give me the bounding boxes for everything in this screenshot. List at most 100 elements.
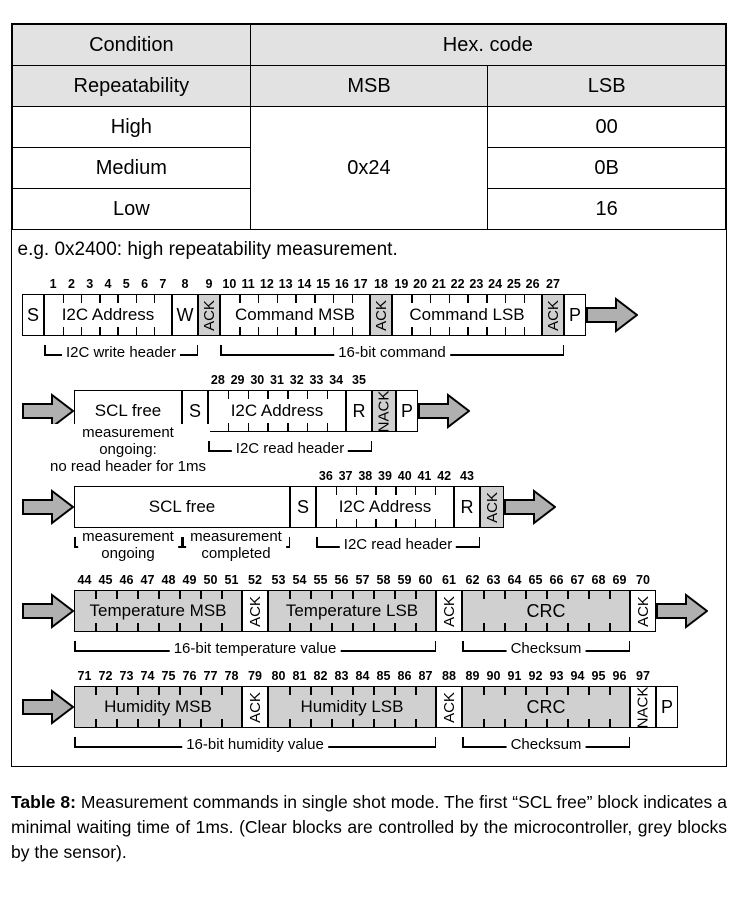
block-humidity-msb: Humidity MSB [74,686,242,728]
block-temperature-lsb: Temperature LSB [268,590,436,632]
bit-tick [411,327,413,335]
bracket-end [196,345,198,354]
block-label: SCL free [94,401,162,420]
bit-tick [588,719,590,727]
bracket-label: Checksum [510,736,582,753]
bit-tick [179,591,181,599]
bit-tick [135,295,138,303]
bit-tick [546,687,548,695]
bit-number: 59 [397,573,412,587]
bit-number: 52 [248,573,262,587]
bracket-end [562,345,564,354]
block-label: I2C Address [61,305,155,324]
bit-tick [62,295,65,303]
bit-number: 87 [418,669,433,683]
bit-number: 26 [525,277,540,291]
block-ack: ACK [542,294,564,336]
bit-tick [179,687,181,695]
bit-number: 40 [397,469,412,483]
bit-number: 27 [546,277,560,291]
bit-number: 31 [270,373,284,387]
bit-tick [486,327,488,335]
bit-number: 8 [181,277,189,291]
bit-tick [257,295,260,303]
bit-number: 19 [394,277,409,291]
bit-number: 92 [528,669,543,683]
bit-number: 70 [636,573,650,587]
bit-number: 53 [271,573,286,587]
block-label: I2C Address [230,401,324,420]
bit-tick [179,719,181,727]
bit-number: 77 [203,669,218,683]
bit-tick [116,719,118,727]
bit-tick [99,295,101,303]
block-label: P [400,400,413,421]
bit-number: 46 [119,573,134,587]
bit-tick [200,591,202,599]
bit-number: 50 [203,573,218,587]
bit-number: 24 [488,277,503,291]
block-ack: ACK [370,294,392,336]
bit-number: 61 [442,573,456,587]
bit-tick [239,327,241,335]
block-command-msb: Command MSB [220,294,370,336]
bit-number: 65 [528,573,543,587]
bracket-label: 16-bit command [338,344,446,361]
block-label: S [26,304,39,325]
bit-number: 78 [224,669,239,683]
block-label: I2C Address [338,497,432,516]
block-i2c-address: I2C Address [44,294,172,336]
flow-arrow-in [22,392,75,430]
bit-tick [306,391,309,399]
bit-tick [373,591,375,599]
bit-number: 57 [355,573,370,587]
block-label: R [352,400,366,421]
bit-tick [504,591,506,599]
block-label: Command MSB [235,305,355,324]
bracket-end [462,737,464,746]
block-nack: NACK [372,390,396,432]
bracket-end [288,537,290,546]
bit-tick [200,719,202,727]
bit-number: 25 [506,277,521,291]
bit-tick [158,623,160,631]
bracket-end [74,641,76,650]
bit-tick [504,719,506,727]
block-label: P [568,304,581,325]
bracket-end [316,537,318,546]
bit-tick [200,623,202,631]
condition-medium: Medium [12,147,251,189]
bit-number: 72 [98,669,113,683]
bit-number: 94 [570,669,585,683]
bit-tick [588,687,590,695]
flow-arrow-out [418,392,471,430]
bit-tick [525,623,527,631]
bit-number: 20 [413,277,428,291]
bit-number: 23 [469,277,484,291]
block-crc: CRC [462,686,630,728]
block-r: R [346,390,372,432]
block-label: S [296,496,309,517]
block-ack: ACK [480,486,504,528]
block-label: Temperature LSB [285,601,419,620]
bracket-label: I2C read header [343,536,453,553]
table-row: Medium 0B [12,147,726,189]
block-w: W [172,294,198,336]
bit-number: 68 [591,573,606,587]
block-label: CRC [526,696,566,717]
bit-tick [467,327,469,335]
bracket-label: I2C read header [235,440,345,457]
bracket-end [74,537,76,546]
bit-tick [373,687,375,695]
bit-number: 28 [210,373,225,387]
bit-tick [415,591,417,599]
block-p: P [396,390,418,432]
bit-tick [332,327,335,335]
bracket-end [434,641,436,650]
block-label: NACK [375,390,393,432]
bracket-label: measurement [190,528,282,545]
bit-tick [247,423,250,431]
block-r: R [454,486,480,528]
bit-number: 33 [309,373,324,387]
